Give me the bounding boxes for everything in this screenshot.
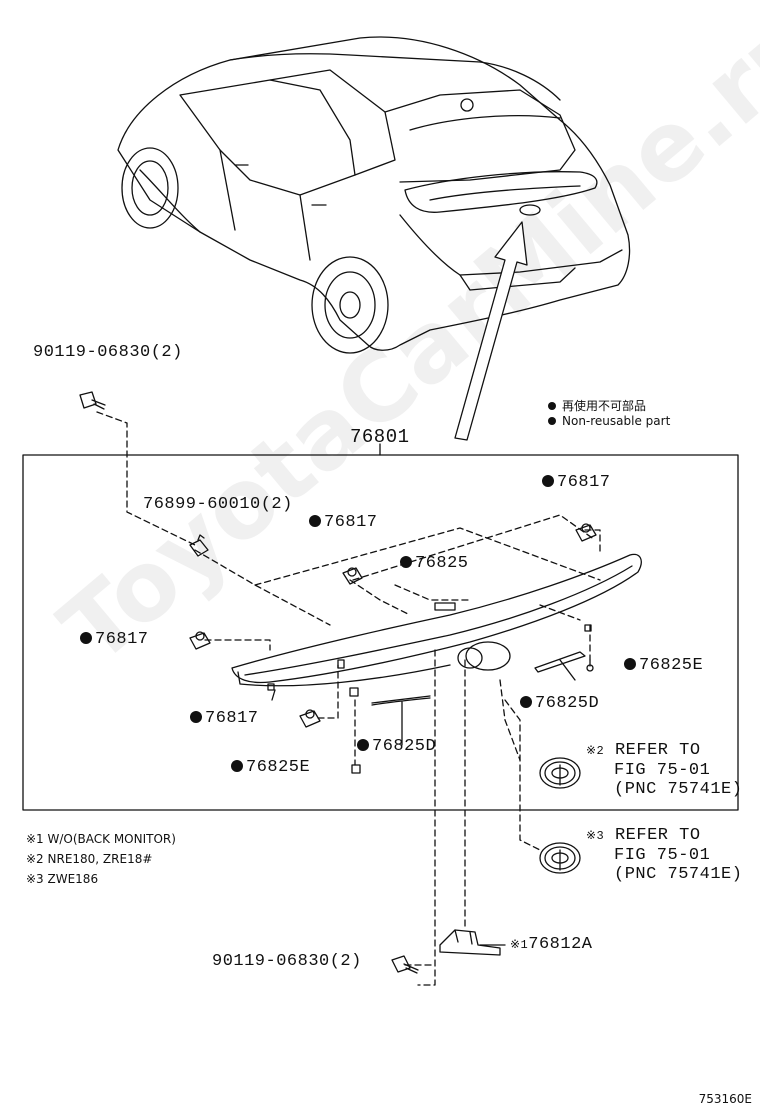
- legend-dot-icon: [548, 417, 556, 425]
- label-nut-right-top: 76817: [542, 473, 611, 492]
- emblem-upper: [539, 757, 581, 789]
- non-reusable-dot-icon: [542, 475, 554, 487]
- label-assembly: 76801: [350, 426, 410, 448]
- label-bracket: ※176812A: [510, 935, 593, 954]
- non-reusable-dot-icon: [357, 739, 369, 751]
- note-3: ※3 ZWE186: [26, 872, 99, 886]
- nut-bottom: [299, 709, 321, 728]
- label-pad-e-right: 76825E: [624, 656, 703, 675]
- label-nut-bottom: 76817: [190, 709, 259, 728]
- non-reusable-dot-icon: [231, 760, 243, 772]
- document-id: 753160E: [698, 1092, 752, 1106]
- pad-e-right: [586, 664, 594, 672]
- clip: [189, 534, 209, 557]
- label-pad-d-left: 76825D: [357, 737, 436, 756]
- bracket: [439, 929, 501, 956]
- pad-d-right: [534, 651, 586, 673]
- refer-block-upper: ※2 REFER TO FIG 75-01 (PNC 75741E): [586, 741, 743, 799]
- garnish-panel: [231, 553, 642, 701]
- emblem-lower: [539, 842, 581, 874]
- non-reusable-dot-icon: [624, 658, 636, 670]
- nut-center: [342, 567, 363, 585]
- nut-left: [189, 631, 211, 650]
- bolt-bottom: [391, 955, 419, 974]
- car-illustration: [117, 36, 631, 354]
- non-reusable-dot-icon: [520, 696, 532, 708]
- non-reusable-dot-icon: [400, 556, 412, 568]
- locator-arrow: [454, 221, 528, 441]
- legend-dot-icon: [548, 402, 556, 410]
- label-pad-center: 76825: [400, 554, 469, 573]
- note-2: ※2 NRE180, ZRE18#: [26, 852, 153, 866]
- nut-right-top: [575, 523, 597, 542]
- label-pad-e-left: 76825E: [231, 758, 310, 777]
- non-reusable-dot-icon: [190, 711, 202, 723]
- non-reusable-dot-icon: [80, 632, 92, 644]
- pad-e-left: [351, 764, 361, 774]
- pad-center: [434, 602, 456, 611]
- bolt-top: [79, 391, 106, 410]
- legend-jp: 再使用不可部品: [548, 397, 646, 414]
- label-nut-center: 76817: [309, 513, 378, 532]
- legend-en: Non-reusable part: [548, 414, 670, 428]
- pad-d-left: [371, 697, 431, 706]
- label-bolt-top: 90119-06830(2): [33, 343, 183, 362]
- label-pad-d-right: 76825D: [520, 694, 599, 713]
- label-clip: 76899-60010(2): [143, 495, 293, 514]
- refer-block-lower: ※3 REFER TO FIG 75-01 (PNC 75741E): [586, 826, 743, 884]
- label-nut-left: 76817: [80, 630, 149, 649]
- non-reusable-dot-icon: [309, 515, 321, 527]
- label-bolt-bottom: 90119-06830(2): [212, 952, 362, 971]
- note-1: ※1 W/O(BACK MONITOR): [26, 832, 176, 846]
